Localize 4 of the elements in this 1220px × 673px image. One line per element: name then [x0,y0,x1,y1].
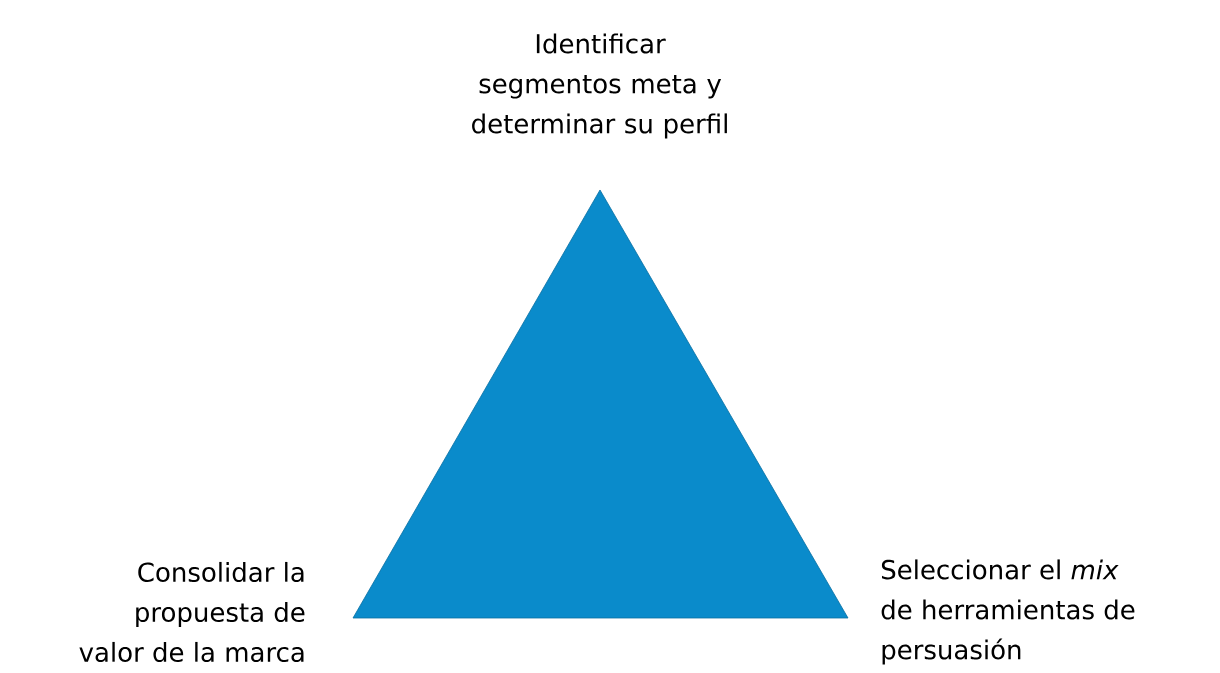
label-text: Consolidar la propuesta de valor de la marca [79,561,305,663]
label-text: Identificar segmentos meta y determinar su perfil [472,33,727,139]
triangle-shape [352,189,849,619]
label-text: Seleccionar el mix de herramientas de persuasión [881,559,1135,665]
